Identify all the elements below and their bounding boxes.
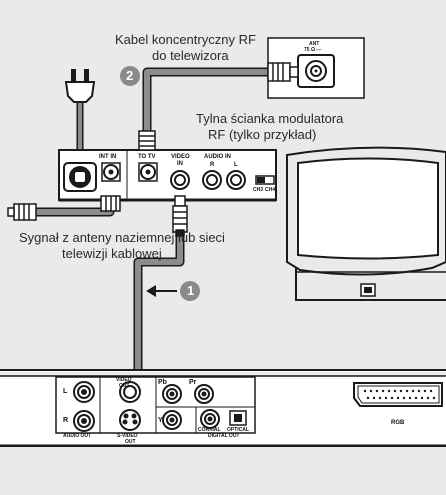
ch3-label: CH3 xyxy=(253,187,264,193)
video-out-label-line2: OUT xyxy=(119,383,130,389)
rf-modulator-box xyxy=(58,149,277,202)
rf-cable-plug-modulator-end xyxy=(138,130,156,151)
arrow-left-icon xyxy=(146,285,177,297)
step-2-badge xyxy=(120,66,140,86)
audio-r-out-label: R xyxy=(63,417,69,424)
svideo-out-label-line1: S-VIDEO xyxy=(117,433,138,439)
power-plug-icon xyxy=(64,69,96,103)
rf-coaxial-cable-to-tv xyxy=(142,67,270,138)
modulator-label-line1: Tylna ścianka modulatora xyxy=(196,111,344,126)
rf-cable-plug-tv-end xyxy=(267,62,299,82)
antenna-plug-int-in xyxy=(100,195,121,212)
pb-label: Pb xyxy=(158,379,167,386)
int-in-label: INT IN xyxy=(99,154,117,160)
step-1-badge xyxy=(180,281,200,301)
audio-l-label: L xyxy=(234,162,238,168)
antenna-label-line2: telewizji kablowej xyxy=(62,246,162,261)
player-jacks xyxy=(73,381,247,432)
ch4-label: CH4 xyxy=(265,187,276,193)
to-tv-label: TO TV xyxy=(138,154,156,160)
step-1-number: 1 xyxy=(187,283,195,298)
dvd-player-back-panel xyxy=(0,369,446,495)
audio-in-label: AUDIO IN xyxy=(204,154,231,160)
digital-out-label: DIGITAL OUT xyxy=(208,433,240,439)
audio-out-label: AUDIO OUT xyxy=(63,433,92,439)
video-plug-modulator xyxy=(172,195,188,237)
antenna-label-line1: Sygnał z anteny naziemnej lub sieci xyxy=(19,230,225,245)
coaxial-label: COAXIAL xyxy=(198,427,221,433)
video-out-label-line1: VIDEO xyxy=(116,377,132,383)
pr-label: Pr xyxy=(189,379,197,386)
optical-label: OPTICAL xyxy=(227,427,249,433)
video-in-label-line1: VIDEO xyxy=(171,154,190,160)
video-in-label-line2: IN xyxy=(177,161,183,167)
ant-label: ANT xyxy=(309,41,320,47)
scart-connector-icon xyxy=(353,382,443,407)
rgb-label: RGB xyxy=(391,420,405,426)
antenna-plug-left xyxy=(7,203,37,221)
audio-r-label: R xyxy=(210,162,215,168)
modulator-label-line2: RF (tylko przykład) xyxy=(208,127,317,142)
y-label: Y xyxy=(158,417,163,424)
rf-cable-label-line2: do telewizora xyxy=(152,48,229,63)
video-cable xyxy=(133,230,185,440)
svideo-out-label-line2: OUT xyxy=(125,439,136,445)
ant-impedance-label: 75 Ω ⌐⌐ xyxy=(304,47,323,53)
rf-cable-label-line1: Kabel koncentryczny RF xyxy=(115,32,256,47)
television-icon xyxy=(286,146,446,301)
step-2-number: 2 xyxy=(126,68,134,83)
audio-l-out-label: L xyxy=(63,388,68,395)
